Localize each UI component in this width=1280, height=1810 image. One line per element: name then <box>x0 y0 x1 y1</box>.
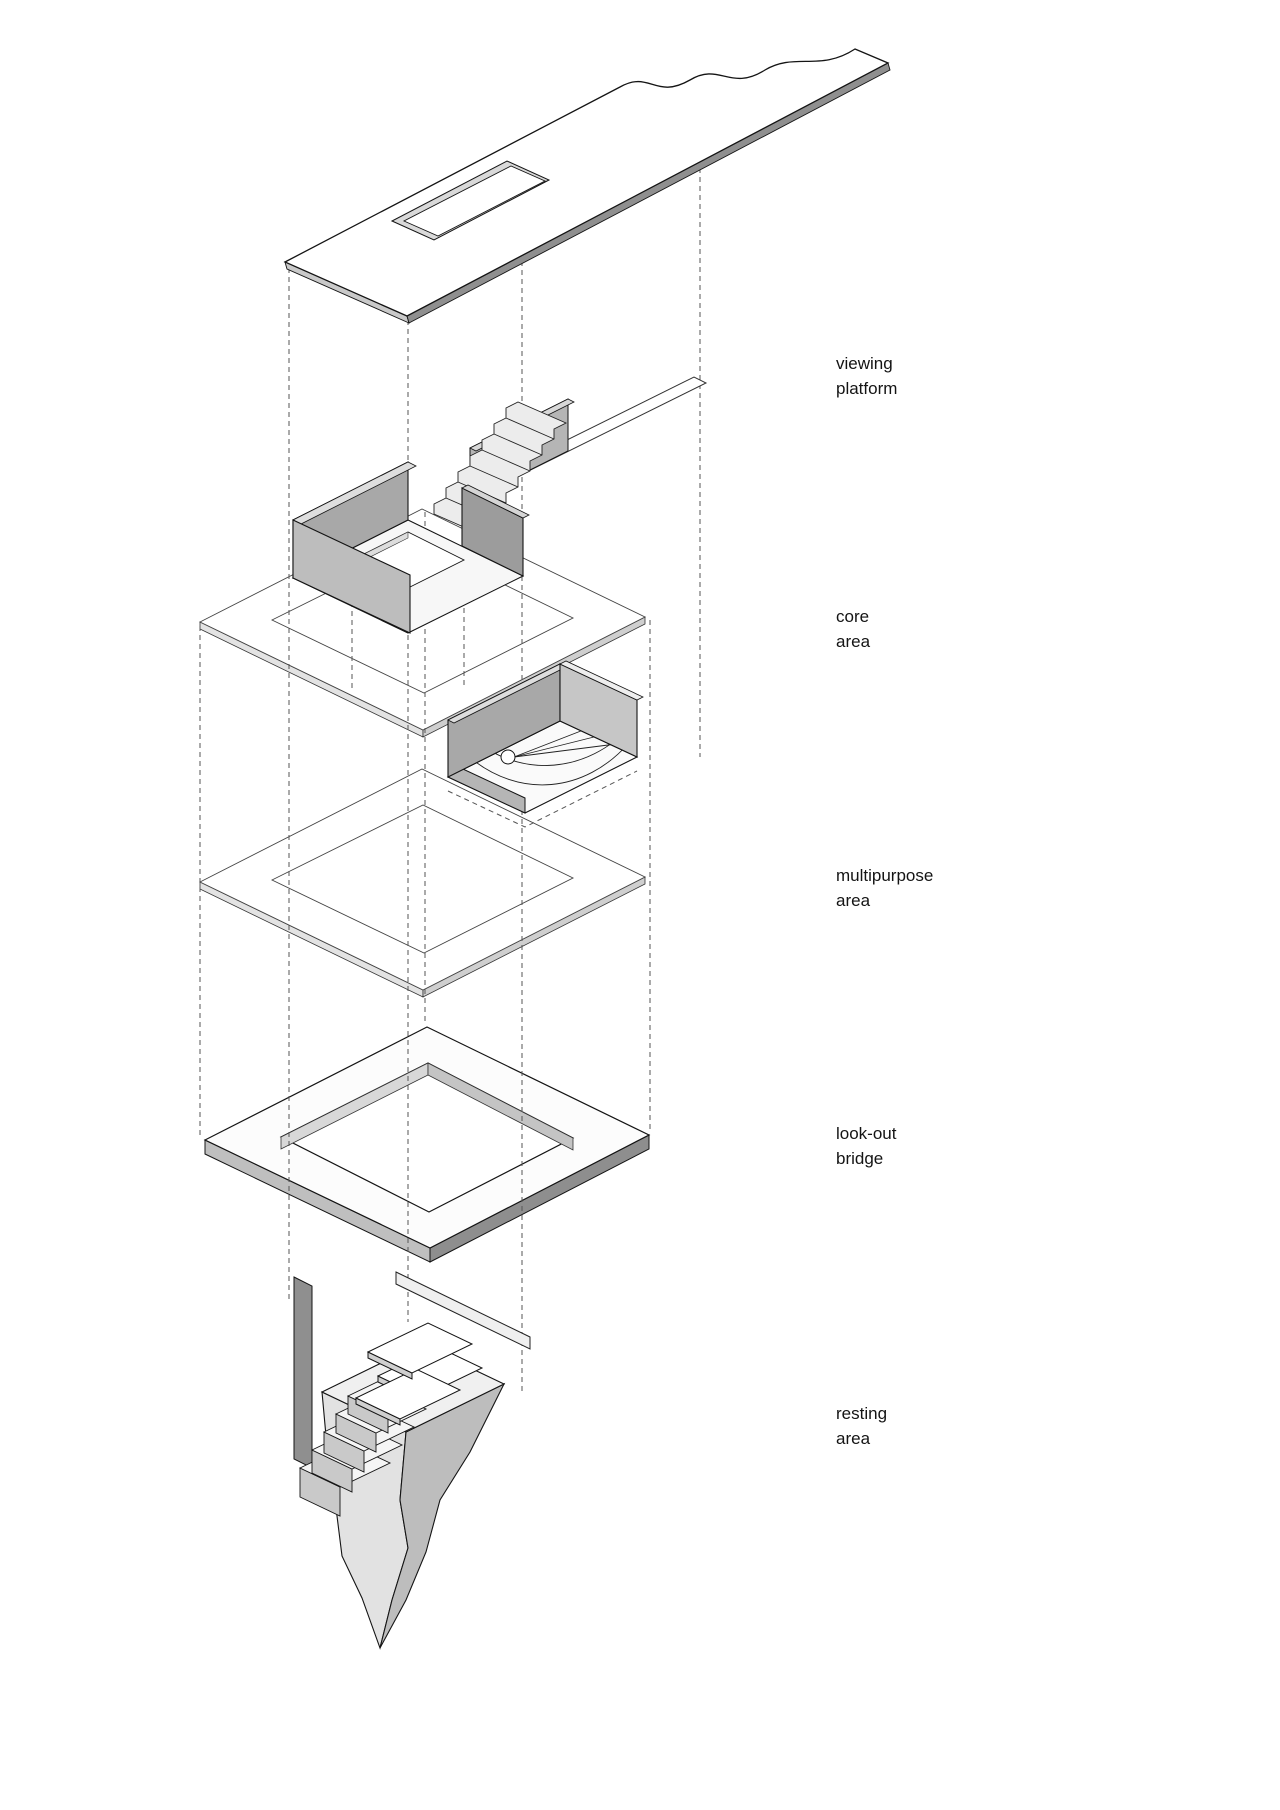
platform-opening <box>390 160 551 241</box>
resting-back-wall <box>293 1276 313 1469</box>
resting-slab-plank <box>395 1271 531 1350</box>
resting-platform-panels <box>354 1322 484 1426</box>
label-multipurpose-area: multipurpose area <box>836 866 934 910</box>
core-wall-front-left <box>292 519 411 634</box>
label-look-out-bridge: look-out bridge <box>836 1124 897 1168</box>
core-area-shape <box>291 376 708 634</box>
multipurpose-floor-slab <box>198 768 647 998</box>
multipurpose-area-shape <box>446 660 644 828</box>
multipurpose-net-anchor <box>500 749 516 765</box>
resting-area-shape <box>293 1271 531 1650</box>
label-viewing-platform: viewing platform <box>836 354 898 398</box>
label-resting-area: resting area <box>836 1404 888 1448</box>
label-core-area: core area <box>836 607 871 651</box>
viewing-platform-shape <box>283 48 891 324</box>
lookout-bridge-shape <box>203 1026 651 1263</box>
